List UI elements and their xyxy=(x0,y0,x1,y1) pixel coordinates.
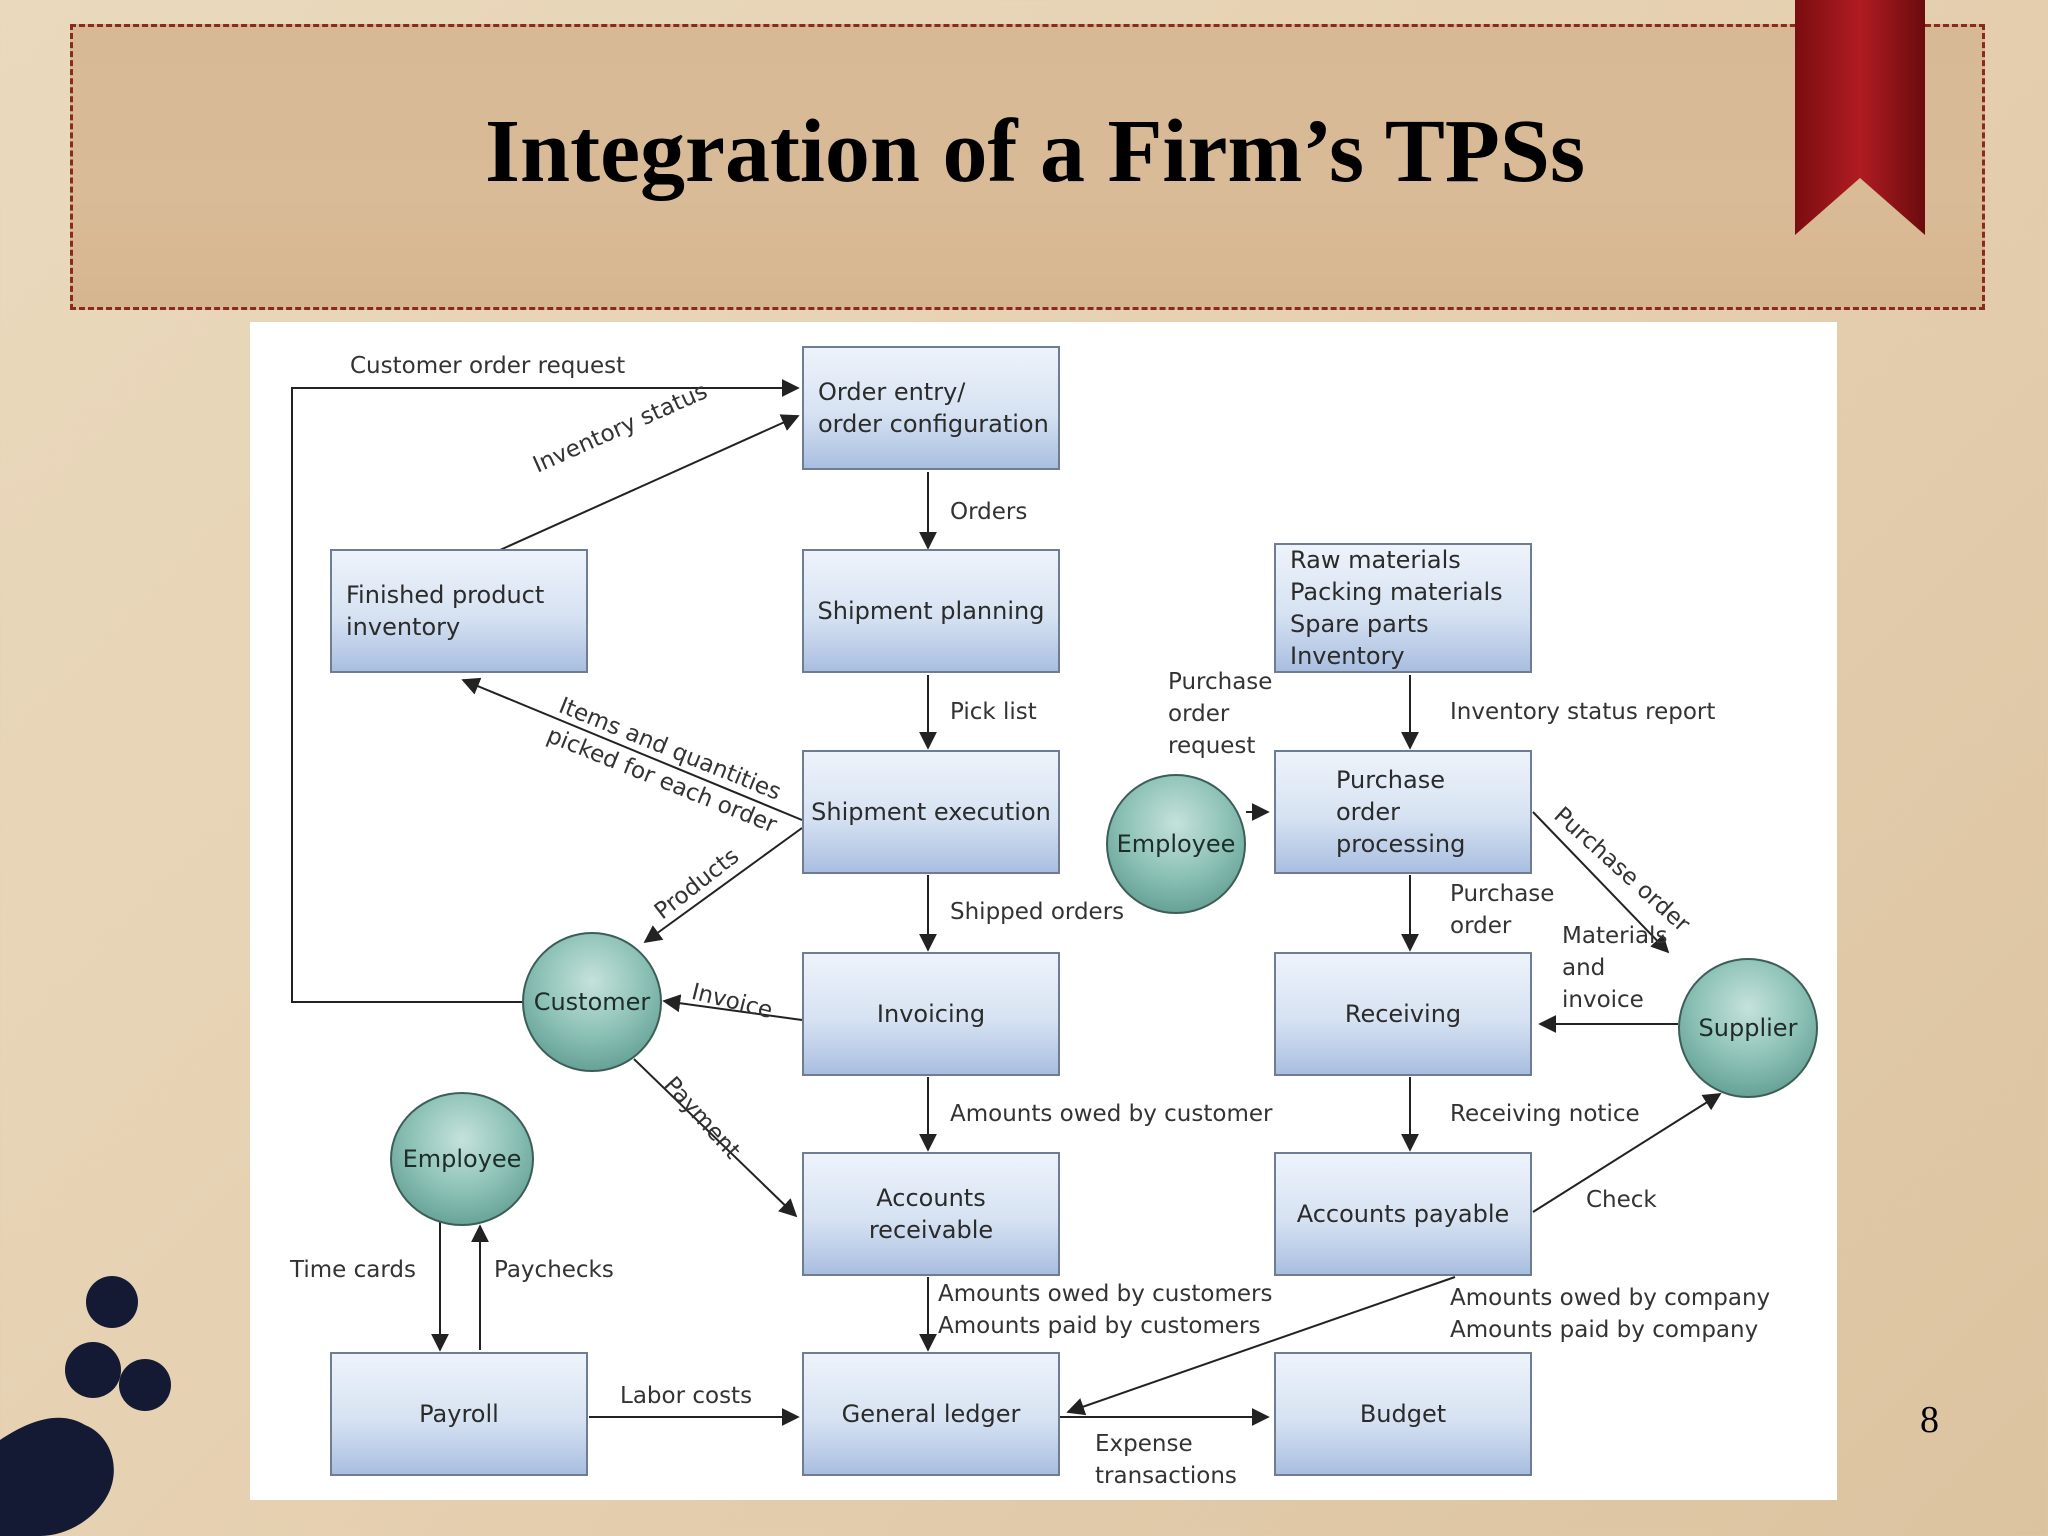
arrow-check xyxy=(1532,1093,1722,1213)
process-shipment-execution: Shipment execution xyxy=(802,750,1060,874)
title-banner xyxy=(70,24,1985,310)
process-shipment-planning: Shipment planning xyxy=(802,549,1060,673)
arrow-customer-order-request xyxy=(291,379,800,1003)
label-paychecks: Paychecks xyxy=(494,1257,614,1283)
bookmark-ribbon-icon xyxy=(1795,0,1925,235)
arrow-products xyxy=(643,827,803,944)
process-receiving: Receiving xyxy=(1274,952,1532,1076)
arrow-invoice xyxy=(662,994,803,1021)
label-materials-and-invoice: Materials and invoice xyxy=(1562,923,1668,1013)
label-purchase-order-request: Purchase order request xyxy=(1168,669,1273,759)
flow-arrows xyxy=(291,379,1722,1426)
process-payroll: Payroll xyxy=(330,1352,588,1476)
label-receiving-notice: Receiving notice xyxy=(1450,1101,1640,1127)
label-time-cards: Time cards xyxy=(290,1257,416,1283)
entity-employee-payroll: Employee xyxy=(390,1092,534,1226)
process-accounts-payable: Accounts payable xyxy=(1274,1152,1532,1276)
label-purchase-order-to-receiving: Purchase order xyxy=(1450,881,1555,939)
tps-integration-diagram: Order entry/ order configuration Finishe… xyxy=(250,322,1837,1500)
process-invoicing: Invoicing xyxy=(802,952,1060,1076)
label-pick-list: Pick list xyxy=(950,699,1037,725)
label-amounts-customers: Amounts owed by customers Amounts paid b… xyxy=(938,1281,1273,1339)
label-amounts-owed-by-customer: Amounts owed by customer xyxy=(950,1101,1273,1127)
process-general-ledger: General ledger xyxy=(802,1352,1060,1476)
process-raw-materials-inventory: Raw materials Packing materials Spare pa… xyxy=(1274,543,1532,673)
entity-supplier: Supplier xyxy=(1678,958,1818,1098)
label-customer-order-request: Customer order request xyxy=(350,353,626,379)
label-expense-transactions: Expense transactions xyxy=(1095,1431,1237,1489)
process-budget: Budget xyxy=(1274,1352,1532,1476)
label-shipped-orders: Shipped orders xyxy=(950,899,1125,925)
arrow-items-picked xyxy=(461,677,803,821)
label-amounts-company: Amounts owed by company Amounts paid by … xyxy=(1450,1285,1771,1343)
label-orders: Orders xyxy=(950,499,1028,525)
process-accounts-receivable: Accounts receivable xyxy=(802,1152,1060,1276)
entity-customer: Customer xyxy=(522,932,662,1072)
entity-employee-purchase: Employee xyxy=(1106,774,1246,914)
arrow-payment xyxy=(633,1058,798,1218)
process-finished-product-inventory: Finished product inventory xyxy=(330,549,588,673)
label-check: Check xyxy=(1586,1187,1657,1213)
slide-title: Integration of a Firm’s TPSs xyxy=(485,102,1585,201)
process-order-entry: Order entry/ order configuration xyxy=(802,346,1060,470)
page-number: 8 xyxy=(1920,1399,1939,1441)
label-labor-costs: Labor costs xyxy=(620,1383,753,1409)
arrow-ap-to-gl xyxy=(1066,1276,1456,1416)
arrow-inventory-status xyxy=(499,414,800,551)
arrow-purchase-order-to-supplier xyxy=(1532,811,1670,954)
ink-blot-decoration xyxy=(0,1276,171,1536)
process-purchase-order-processing: Purchase order processing xyxy=(1274,750,1532,874)
label-inventory-status-report: Inventory status report xyxy=(1450,699,1716,725)
